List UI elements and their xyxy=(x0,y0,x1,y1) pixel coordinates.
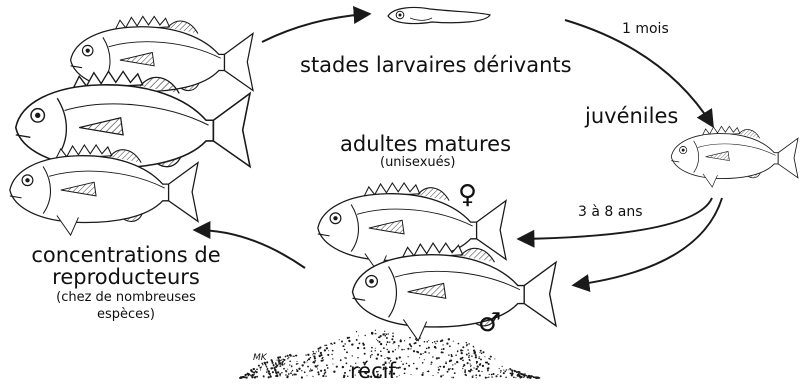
label-aggregations-sub: (chez de nombreuses xyxy=(6,291,246,305)
label-juveniles: juvéniles xyxy=(585,105,678,127)
label-three-to-eight-years: 3 à 8 ans xyxy=(578,205,643,220)
larva-illustration xyxy=(388,7,490,23)
label-aggregations-sub-2: espèces) xyxy=(6,308,246,322)
label-aggregations-2: reproducteurs xyxy=(6,266,246,288)
label-mature-adults: adultes matures xyxy=(340,133,511,155)
juvenile-fish xyxy=(671,126,798,187)
arrow-to-larval xyxy=(262,14,368,42)
label-aggregations: concentrations de xyxy=(6,244,246,266)
label-reef: récif xyxy=(350,360,396,382)
female-symbol: ♀ xyxy=(458,182,477,209)
male-symbol: ♂ xyxy=(478,310,501,337)
label-larval-stages: stades larvaires dérivants xyxy=(300,54,572,76)
artist-signature: MK xyxy=(253,354,267,363)
label-unisexual: (unisexués) xyxy=(380,156,455,170)
label-one-month: 1 mois xyxy=(622,22,669,37)
